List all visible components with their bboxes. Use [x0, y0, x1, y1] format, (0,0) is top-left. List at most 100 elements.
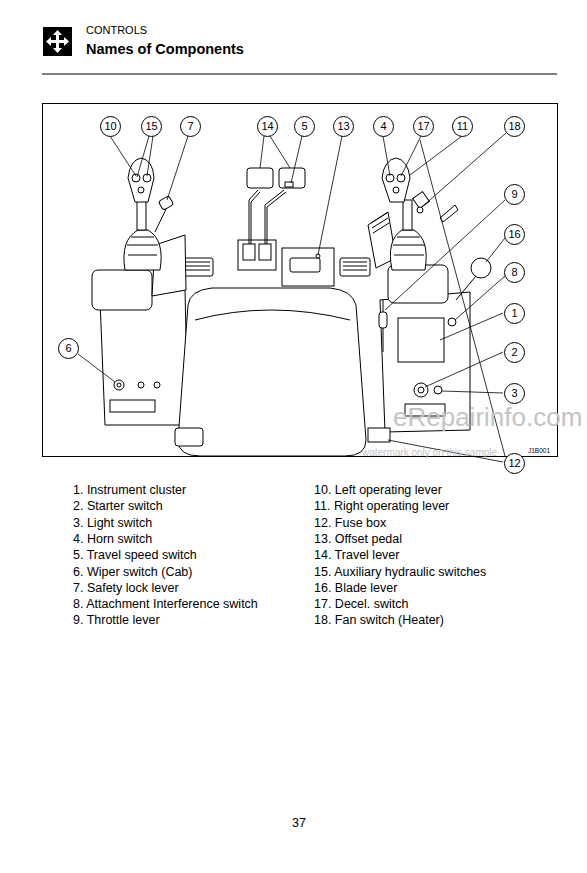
- leader-lines: [442, 391, 503, 393]
- header-rule: [42, 74, 557, 75]
- cab-drawing: [243, 244, 255, 260]
- callout-number: 3: [511, 388, 517, 399]
- component-list-item: 12. Fuse box: [314, 516, 386, 531]
- callout-number: 6: [65, 343, 71, 354]
- cab-drawing: [471, 258, 491, 278]
- cab-drawing: [456, 276, 476, 300]
- section-icon: [50, 40, 65, 43]
- component-list-item: 4. Horn switch: [73, 532, 152, 547]
- cab-drawing: [132, 174, 140, 182]
- leader-lines: [410, 136, 462, 175]
- callout-circle: 15: [141, 116, 162, 137]
- leader-lines: [401, 136, 421, 176]
- leader-lines: [422, 133, 506, 207]
- cab-drawing: [368, 428, 390, 442]
- callout-number: 16: [508, 229, 520, 240]
- callout-circle: 3: [504, 383, 525, 404]
- callout-number: 7: [187, 121, 193, 132]
- callout-number: 15: [145, 121, 157, 132]
- callout-circle: 17: [413, 116, 434, 137]
- watermark: eRepairinfo.com: [393, 402, 582, 433]
- cab-drawing: [398, 318, 444, 362]
- cab-drawing: [393, 237, 425, 255]
- component-list-item: 14. Travel lever: [314, 548, 399, 563]
- section-icon: [43, 27, 72, 56]
- cab-drawing: [403, 200, 412, 230]
- cab-drawing: [417, 207, 423, 213]
- section-heading: CONTROLS: [86, 24, 147, 36]
- component-list-item: 9. Throttle lever: [73, 613, 160, 628]
- component-list-item: 11. Right operating lever: [314, 499, 449, 514]
- callout-circle: 8: [504, 262, 525, 283]
- callout-number: 13: [337, 121, 349, 132]
- cab-drawing: [259, 244, 271, 260]
- cab-drawing: [195, 310, 350, 320]
- callout-circle: 9: [504, 184, 525, 205]
- page-number: 37: [292, 816, 306, 830]
- cab-drawing: [138, 187, 144, 193]
- component-list-item: 16. Blade lever: [314, 581, 397, 596]
- callout-circle: 14: [257, 116, 278, 137]
- callout-number: 18: [508, 121, 520, 132]
- cab-drawing: [154, 382, 160, 388]
- cab-drawing: [92, 270, 152, 310]
- component-list-item: 2. Starter switch: [73, 499, 163, 514]
- cab-drawing: [414, 383, 428, 397]
- callout-number: 5: [301, 121, 307, 132]
- cab-drawing: [186, 266, 210, 267]
- callout-number: 12: [508, 458, 520, 469]
- cab-drawing: [390, 230, 426, 270]
- cab-drawing: [186, 262, 210, 263]
- callout-number: 1: [511, 308, 517, 319]
- component-list-item: 8. Attachment Interference switch: [73, 597, 258, 612]
- component-list-item: 5. Travel speed switch: [73, 548, 197, 563]
- cab-drawing: [251, 192, 286, 244]
- callout-circle: 1: [504, 303, 525, 324]
- callout-number: 4: [380, 121, 386, 132]
- cab-drawing: [117, 383, 121, 387]
- callout-circle: 5: [294, 116, 315, 137]
- component-list-item: 3. Light switch: [73, 516, 152, 531]
- leader-lines: [147, 136, 153, 176]
- section-icon: [43, 27, 72, 56]
- leader-lines: [425, 352, 503, 387]
- cab-drawing: [137, 200, 146, 230]
- callout-circle: 7: [180, 116, 201, 137]
- callout-number: 10: [104, 121, 116, 132]
- leader-lines: [291, 136, 302, 183]
- cab-drawing: [393, 187, 399, 193]
- leader-lines: [383, 136, 390, 176]
- leader-lines: [440, 313, 503, 340]
- cab-drawing: [247, 168, 273, 188]
- callout-number: 2: [511, 347, 517, 358]
- cab-drawing: [343, 270, 367, 271]
- cab-drawing: [158, 196, 173, 211]
- callout-number: 14: [261, 121, 273, 132]
- callout-circle: 13: [333, 116, 354, 137]
- component-list-item: 17. Decel. switch: [314, 597, 408, 612]
- cab-drawing: [448, 318, 456, 326]
- cab-drawing: [186, 270, 210, 271]
- leader-lines: [78, 354, 115, 382]
- cab-drawing: [388, 265, 448, 303]
- callout-circle: 16: [504, 224, 525, 245]
- cab-drawing: [343, 266, 367, 267]
- cab-drawing: [124, 230, 161, 270]
- leader-lines: [318, 136, 342, 255]
- cab-drawing: [282, 248, 334, 286]
- cab-drawing: [434, 386, 442, 394]
- cab-drawing: [138, 382, 144, 388]
- cab-drawing: [382, 158, 410, 202]
- callout-circle: 4: [373, 116, 394, 137]
- cab-drawing: [413, 192, 430, 209]
- cab-drawing: [290, 258, 320, 272]
- callout-circle: 6: [58, 338, 79, 359]
- component-list-item: 1. Instrument cluster: [73, 483, 186, 498]
- cab-drawing: [340, 258, 370, 276]
- callout-circle: 10: [100, 116, 121, 137]
- cab-drawing: [127, 237, 158, 255]
- cab-drawing: [418, 387, 424, 393]
- leader-lines: [486, 238, 505, 262]
- leader-lines: [167, 136, 188, 200]
